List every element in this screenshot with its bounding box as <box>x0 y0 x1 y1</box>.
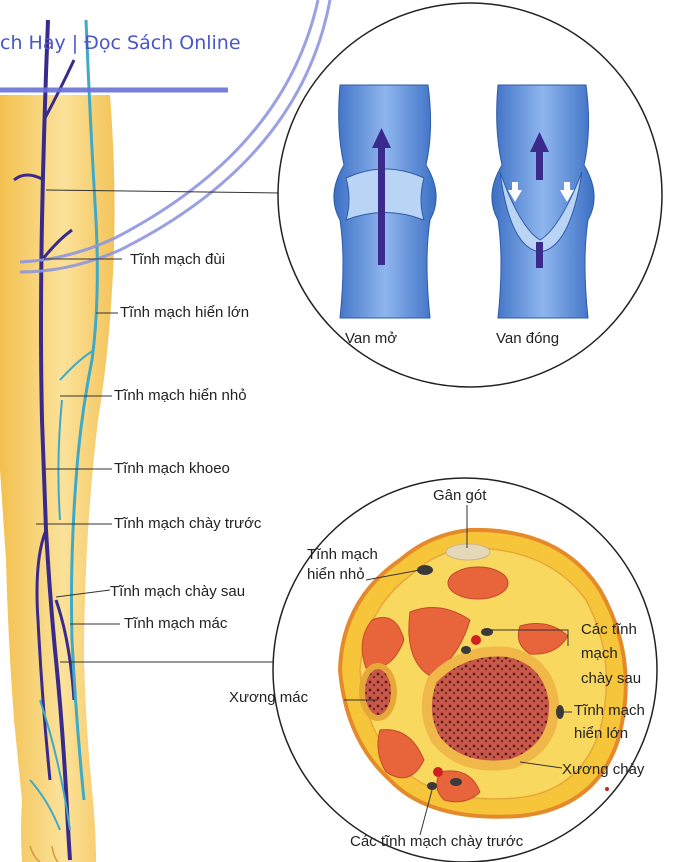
leg-illustration <box>0 20 115 862</box>
achilles-tendon <box>446 544 490 560</box>
closed-valve <box>492 85 594 318</box>
label-anterior-tibial-vein: Tĩnh mạch chày trước <box>114 516 261 531</box>
label-posterior-tibial-line3: chày sau <box>581 671 641 686</box>
label-femoral-vein: Tĩnh mạch đùi <box>130 252 225 267</box>
label-posterior-tibial-line2: mạch <box>581 646 618 661</box>
label-small-saphenous-line2: hiển nhỏ <box>307 567 365 582</box>
label-posterior-tibial-line1: Các tĩnh <box>581 622 637 637</box>
label-popliteal-vein: Tĩnh mạch khoeo <box>114 461 230 476</box>
label-closed-valve: Van đóng <box>496 331 559 346</box>
label-great-saphenous-vein: Tĩnh mạch hiển lớn <box>120 305 249 320</box>
label-anterior-tibial-veins: Các tĩnh mạch chày trước <box>350 834 523 849</box>
open-valve <box>334 85 436 318</box>
label-tibia: Xương chày <box>562 762 644 777</box>
label-small-saphenous-vein: Tĩnh mạch hiển nhỏ <box>114 388 247 403</box>
label-small-saphenous-line1: Tĩnh mạch <box>307 547 378 562</box>
label-achilles-tendon: Gân gót <box>433 488 486 503</box>
fibula-bone <box>362 666 394 718</box>
label-posterior-tibial-vein: Tĩnh mạch chày sau <box>110 584 245 599</box>
label-open-valve: Van mở <box>345 331 397 346</box>
leg-skin <box>0 95 115 862</box>
label-fibular-vein: Tĩnh mạch mác <box>124 616 227 631</box>
valve-circle <box>278 3 662 387</box>
label-fibula: Xương mác <box>229 690 308 705</box>
label-great-saphenous-line1: Tĩnh mạch <box>574 703 645 718</box>
watermark-text: ch Hay | Đọc Sách Online <box>0 32 241 54</box>
label-great-saphenous-line2: hiển lớn <box>574 726 628 741</box>
tibia-bone <box>427 652 554 766</box>
